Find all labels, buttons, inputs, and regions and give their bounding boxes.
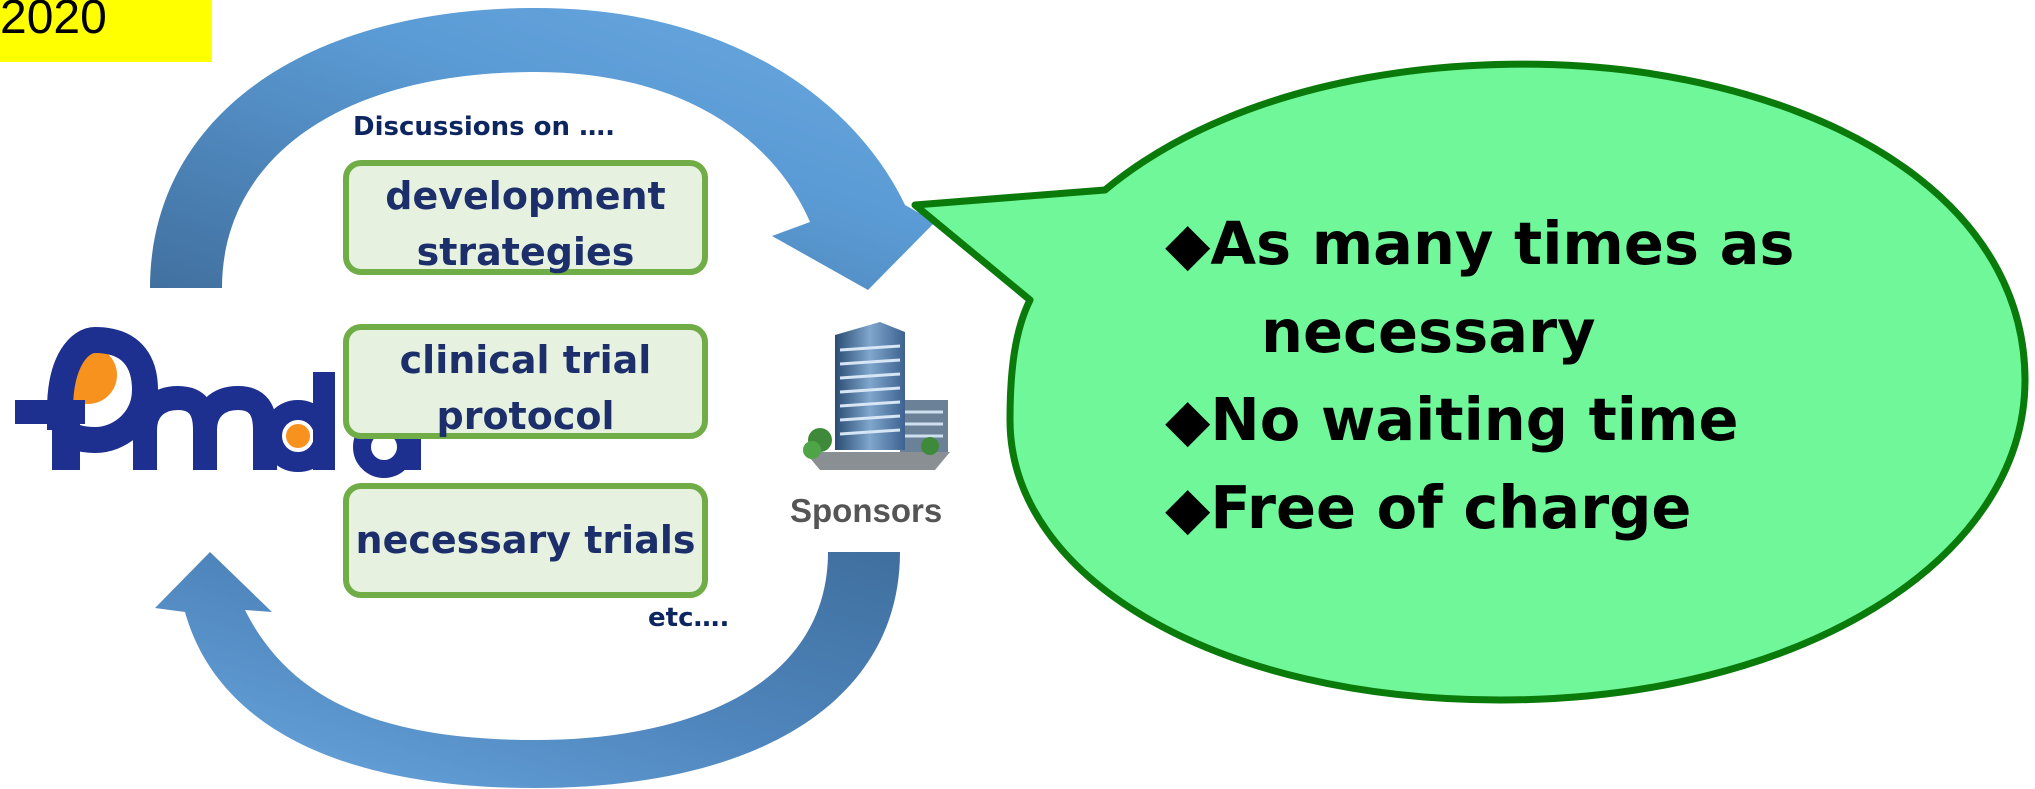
topic-line: necessary trials (355, 518, 696, 562)
sponsors-label: Sponsors (790, 492, 943, 529)
diamond-bullet-icon: ◆ (1165, 473, 1211, 542)
year-badge: 2020 (0, 0, 212, 62)
speech-bubble (911, 60, 2029, 704)
bubble-item-as-many-times: ◆As many times as (1165, 209, 1795, 278)
bubble-text: ◆As many times as necessary ◆No waiting … (1165, 200, 1795, 552)
building-icon (803, 322, 950, 470)
topic-box-clinical-trial-protocol: clinical trial protocol (343, 324, 708, 439)
discussions-label: Discussions on …. (353, 112, 615, 142)
diamond-bullet-icon: ◆ (1165, 209, 1211, 278)
bubble-item-free-of-charge: ◆Free of charge (1165, 473, 1692, 542)
diamond-bullet-icon: ◆ (1165, 385, 1211, 454)
bubble-item-continuation: necessary (1261, 297, 1596, 366)
topic-box-necessary-trials: necessary trials (343, 483, 708, 598)
etc-label: etc…. (648, 603, 730, 633)
topic-line: protocol (436, 394, 615, 438)
arrow-bottom (155, 552, 900, 788)
arrow-top (150, 7, 935, 291)
topic-line: strategies (416, 230, 635, 274)
topic-line: development (385, 174, 666, 218)
topic-line: clinical trial (399, 338, 652, 382)
bubble-item-no-waiting-time: ◆No waiting time (1165, 385, 1739, 454)
topic-box-development-strategies: development strategies (343, 160, 708, 275)
